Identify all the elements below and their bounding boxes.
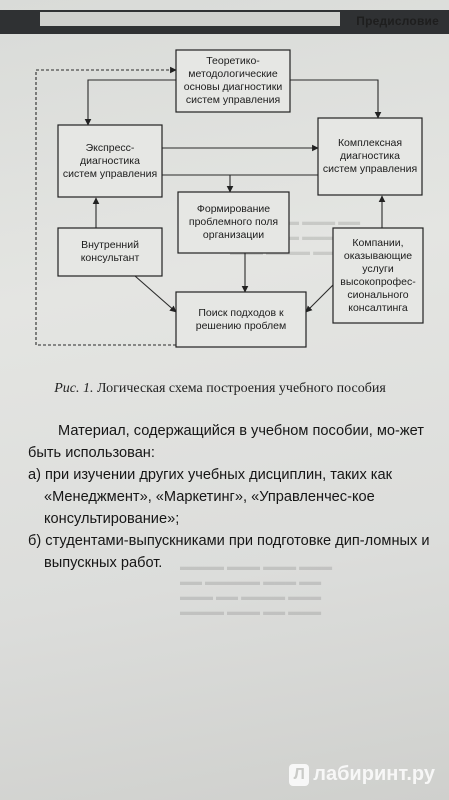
dashed-feedback-line <box>35 66 177 346</box>
watermark-logo-icon: Л <box>289 763 310 786</box>
node-internal: Внутренний консультант <box>80 239 140 264</box>
header-light-strip <box>40 12 340 26</box>
node-formation: Формирование проблемного поля организаци… <box>188 203 279 241</box>
node-search-box <box>175 291 307 348</box>
logic-diagram <box>35 49 424 348</box>
node-internal-box <box>57 227 163 277</box>
running-head: Предисловие <box>356 14 439 28</box>
node-companies-box <box>332 227 424 324</box>
node-search: Поиск подходов к решению проблем <box>195 306 287 332</box>
node-express: Экспресс-диагностика систем управления <box>62 141 158 180</box>
body-item-a: а) при изучении других учебных дисциплин… <box>28 467 393 527</box>
site-watermark: Л лабиринт.ру <box>289 763 435 786</box>
node-complex: Комплексная диагностика систем управлени… <box>322 137 418 175</box>
caption-prefix: Рис. 1. <box>54 381 94 396</box>
body-item-b: б) студентами-выпускниками при подготовк… <box>28 533 430 571</box>
internal-to-search-arrow <box>134 275 177 313</box>
node-theory-box <box>175 49 291 113</box>
node-express-box <box>57 124 163 198</box>
bleed-through-text: ▬▬▬▬ ▬▬▬ ▬▬▬ ▬▬▬▬▬ ▬▬▬▬▬ ▬▬▬ ▬▬▬▬▬ ▬▬ ▬▬… <box>180 561 333 618</box>
node-companies: Компании, оказывающие услуги высокопрофе… <box>340 236 416 314</box>
theory-to-complex-arrow <box>290 79 382 119</box>
theory-to-express-arrow <box>84 79 176 126</box>
companies-to-search-arrow <box>305 284 334 313</box>
caption-text: Логическая схема построения учебного пос… <box>96 381 386 396</box>
node-theory: Теоретико-методологические основы диагно… <box>183 55 283 106</box>
express-to-complex-arrow <box>161 144 319 175</box>
figure-caption: Рис. 1. Логическая схема построения учеб… <box>50 380 390 397</box>
watermark-text: лабиринт.ру <box>313 763 435 785</box>
express-to-formation-arrow <box>162 174 234 193</box>
body-intro: Материал, содержащийся в учебном пособии… <box>28 423 424 461</box>
node-complex-box <box>317 117 423 196</box>
node-formation-box <box>177 191 290 254</box>
